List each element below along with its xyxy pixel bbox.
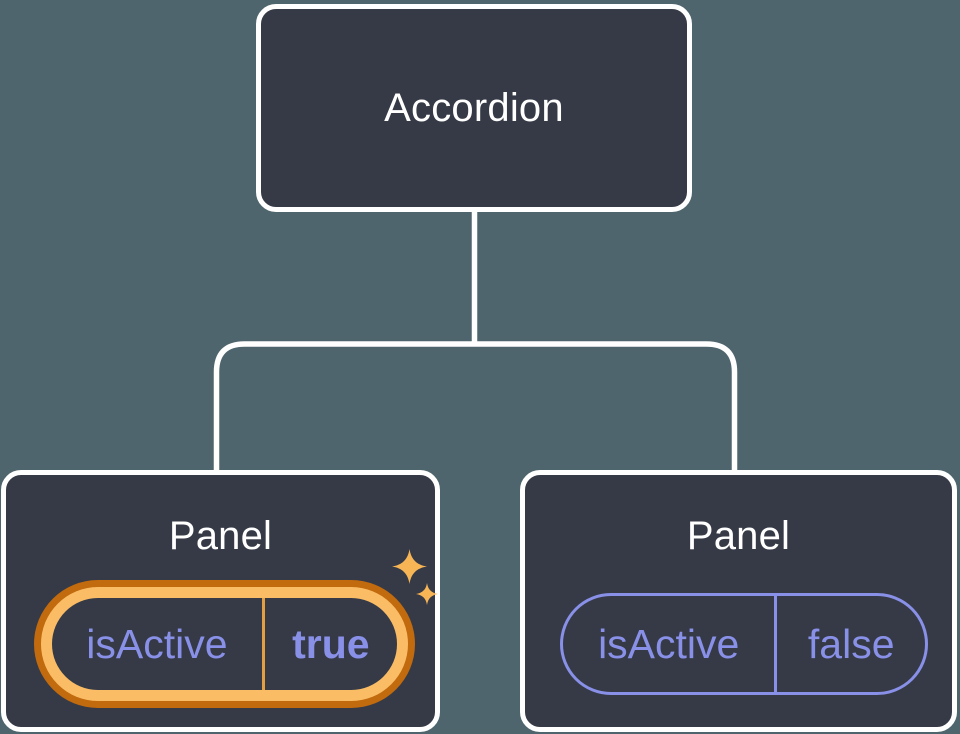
state-pill-active: isActive true	[34, 580, 415, 708]
connector-branch	[213, 341, 738, 472]
sparkle-icon-small	[416, 583, 438, 605]
pill-divider	[261, 598, 265, 690]
state-key-label: isActive	[598, 620, 740, 667]
panel-inactive-label: Panel	[686, 514, 791, 558]
panel-active-label: Panel	[168, 514, 273, 558]
pill-divider	[774, 596, 778, 692]
state-pill-inactive: isActive false	[560, 593, 928, 695]
state-key-label: isActive	[86, 620, 228, 667]
state-value-label: false	[807, 620, 895, 667]
panel-node-inactive: Panel isActive false	[520, 470, 957, 732]
state-value-label: true	[292, 620, 370, 667]
accordion-label: Accordion	[384, 85, 564, 130]
sparkle-icon-large	[392, 549, 427, 584]
state-pill-glow-ring: isActive true	[41, 587, 408, 701]
accordion-node: Accordion	[256, 4, 692, 212]
state-pill-body: isActive true	[52, 598, 397, 690]
panel-node-active: Panel isActive true	[1, 470, 440, 732]
